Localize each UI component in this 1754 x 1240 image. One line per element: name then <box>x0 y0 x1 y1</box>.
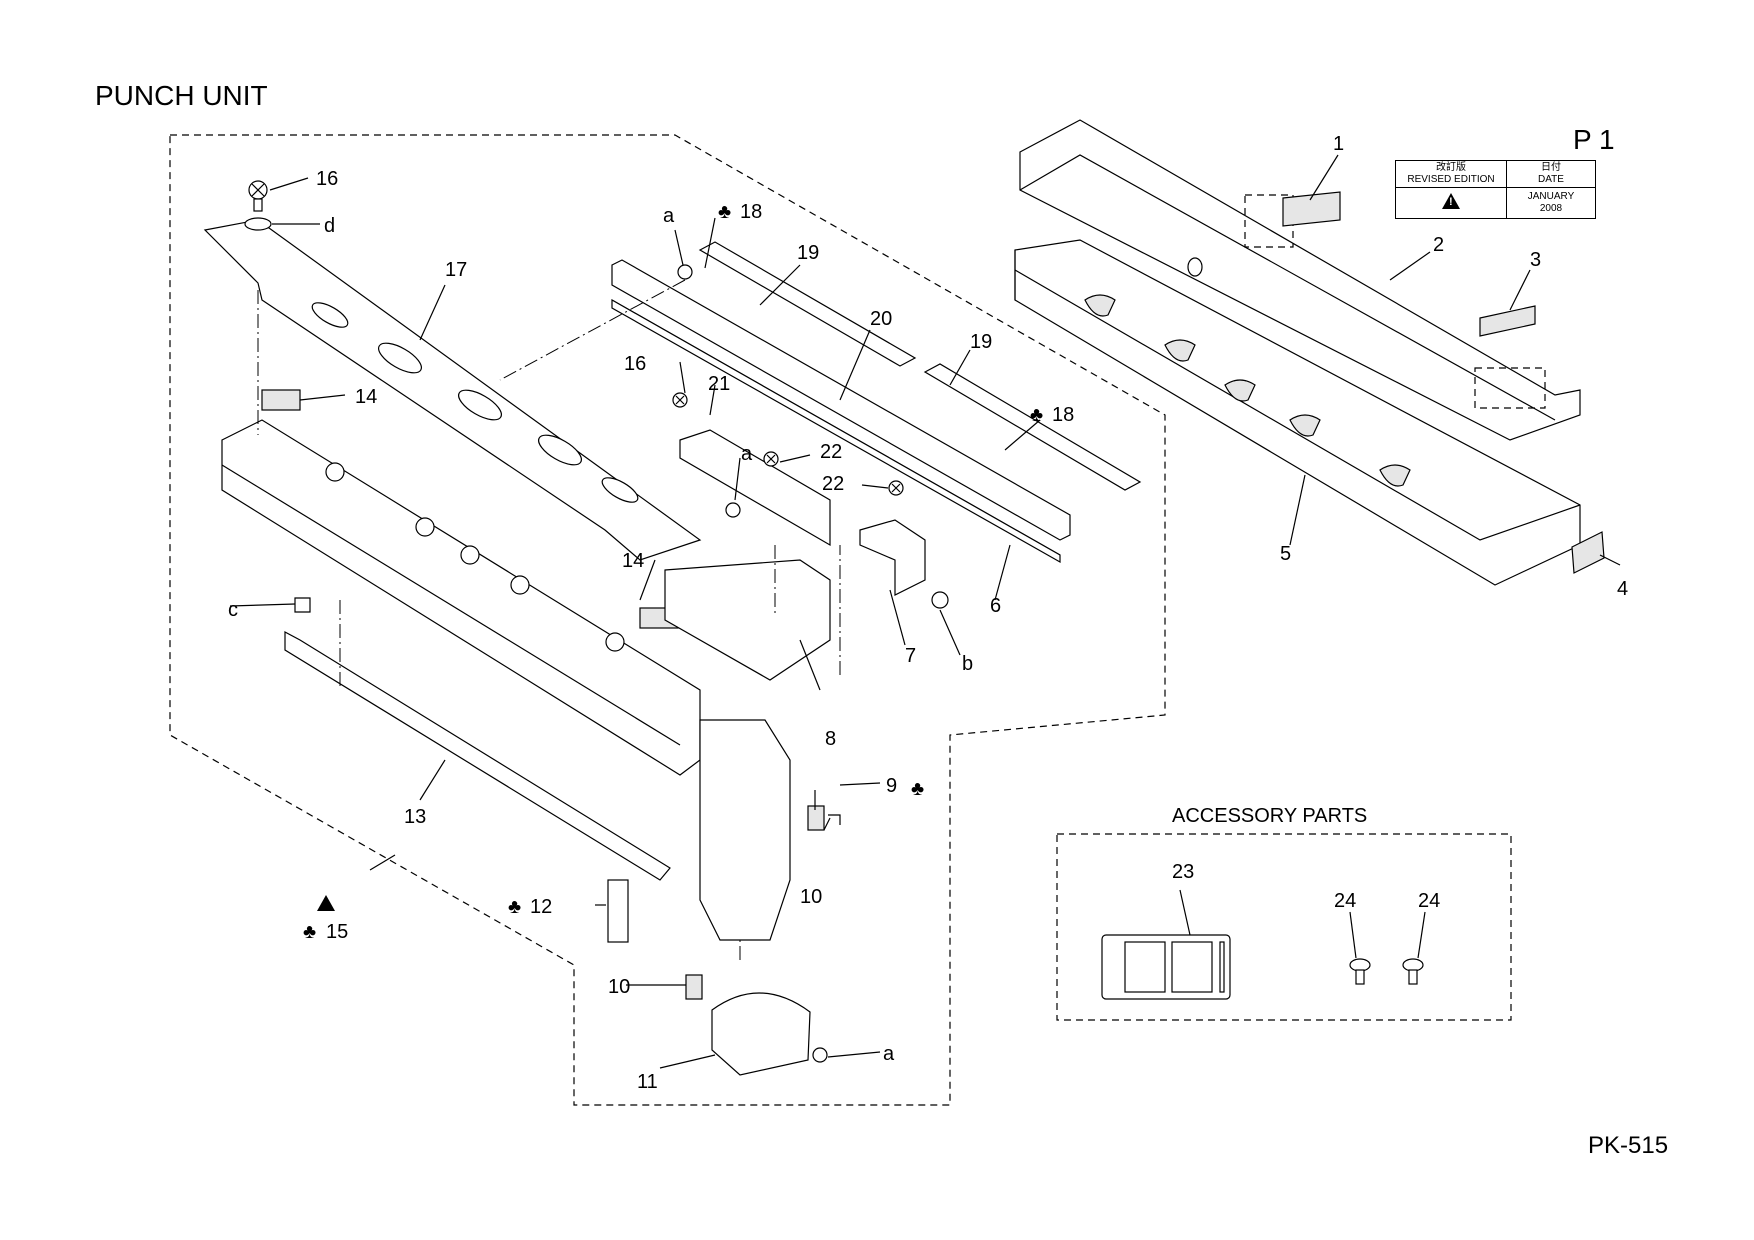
revision-table: 改訂版 REVISED EDITION 日付 DATE JANUARY 2008 <box>1395 160 1596 219</box>
callout-11: 11 <box>637 1071 658 1093</box>
date-header-jp: 日付 <box>1541 162 1561 173</box>
label-10b <box>807 805 825 831</box>
date-line2: 2008 <box>1539 203 1563 214</box>
callout-14b: 14 <box>622 550 644 572</box>
callout-17: 17 <box>445 259 467 281</box>
page-title: PUNCH UNIT <box>95 80 268 111</box>
revision-header-jp: 改訂版 <box>1436 162 1466 173</box>
label-3 <box>1479 305 1536 337</box>
revision-header-en: REVISED EDITION <box>1407 174 1495 185</box>
callout-16b: 16 <box>624 353 646 375</box>
screw-24b-icon <box>1402 958 1424 985</box>
label-1 <box>1282 191 1341 227</box>
callout-20: 20 <box>870 308 892 330</box>
screw-c-icon <box>294 597 311 613</box>
leader-lines <box>229 154 1621 1069</box>
revision-header-cell: 改訂版 REVISED EDITION <box>1395 160 1507 188</box>
date-line1: JANUARY <box>1527 191 1575 202</box>
label-4 <box>1571 531 1605 574</box>
strip-13 <box>284 631 671 881</box>
callout-5: 5 <box>1280 543 1291 565</box>
callout-13: 13 <box>404 806 426 828</box>
connector-12 <box>607 879 629 943</box>
callout-24b: 24 <box>1418 890 1440 912</box>
callout-12-club: ♣ <box>508 896 521 918</box>
clamp-11 <box>711 992 811 1076</box>
page-code: P 1 <box>1573 124 1615 155</box>
screw-a3-icon <box>812 1047 828 1063</box>
callout-d: d <box>324 215 335 237</box>
callout-9-club: ♣ <box>911 778 924 800</box>
callout-15-warning-icon <box>317 895 335 911</box>
screw-a1-icon <box>677 264 693 280</box>
motor-assembly <box>699 719 791 941</box>
accessory-box <box>1056 833 1512 1021</box>
cover-assembly <box>1014 119 1605 586</box>
callout-15: 15 <box>326 921 348 943</box>
bracket-7 <box>859 519 926 596</box>
screw-22b-icon <box>888 480 904 496</box>
date-header-en: DATE <box>1538 174 1564 185</box>
label-10a <box>685 974 703 1000</box>
rail-20 <box>611 298 1061 564</box>
callout-18b-club: ♣ <box>1030 404 1043 426</box>
callout-4: 4 <box>1617 578 1628 600</box>
callout-16a: 16 <box>316 168 338 190</box>
screw-16b-icon <box>672 392 688 408</box>
callout-a2: a <box>741 443 753 465</box>
washer-d <box>244 217 272 231</box>
callout-b: b <box>962 653 973 675</box>
screw-16a-icon <box>248 180 268 212</box>
warning-triangle-icon <box>1442 193 1460 209</box>
callout-18a: 18 <box>740 201 762 223</box>
callout-a1: a <box>663 205 675 227</box>
callout-22b: 22 <box>822 473 844 495</box>
callout-18b: 18 <box>1052 404 1074 426</box>
callout-9: 9 <box>886 775 897 797</box>
screw-b-icon <box>931 591 949 609</box>
callout-8: 8 <box>825 728 836 750</box>
screw-24a-icon <box>1349 958 1371 985</box>
callout-10b: 10 <box>800 886 822 908</box>
callout-2: 2 <box>1433 234 1444 256</box>
callout-c: c <box>228 599 238 621</box>
callout-14a: 14 <box>355 386 377 408</box>
model-code: PK-515 <box>1588 1132 1669 1159</box>
accessory-23 <box>1101 934 1231 1000</box>
punch-body <box>221 419 701 776</box>
bracket-8 <box>664 559 831 681</box>
callout-18a-club: ♣ <box>718 201 731 223</box>
callout-22a: 22 <box>820 441 842 463</box>
callout-6: 6 <box>990 595 1001 617</box>
tie-9-icon <box>828 814 841 825</box>
screw-22a-icon <box>763 451 779 467</box>
screw-a2-icon <box>725 502 741 518</box>
bracket-21 <box>679 429 831 547</box>
pad-14a <box>261 389 301 411</box>
callout-7: 7 <box>905 645 916 667</box>
callout-19a: 19 <box>797 242 819 264</box>
rail-6 <box>611 259 1071 541</box>
callout-21: 21 <box>708 373 730 395</box>
date-header-cell: 日付 DATE <box>1506 160 1596 188</box>
main-boundary <box>169 134 1166 1106</box>
accessory-title: ACCESSORY PARTS <box>1172 805 1368 827</box>
callout-10a: 10 <box>608 976 630 998</box>
callout-a3: a <box>883 1043 895 1065</box>
callout-12: 12 <box>530 896 552 918</box>
callout-1: 1 <box>1333 133 1344 155</box>
callout-24a: 24 <box>1334 890 1356 912</box>
callout-23: 23 <box>1172 861 1194 883</box>
callout-19b: 19 <box>970 331 992 353</box>
callout-15-club: ♣ <box>303 921 316 943</box>
callout-3: 3 <box>1530 249 1541 271</box>
date-value-cell: JANUARY 2008 <box>1506 187 1596 219</box>
